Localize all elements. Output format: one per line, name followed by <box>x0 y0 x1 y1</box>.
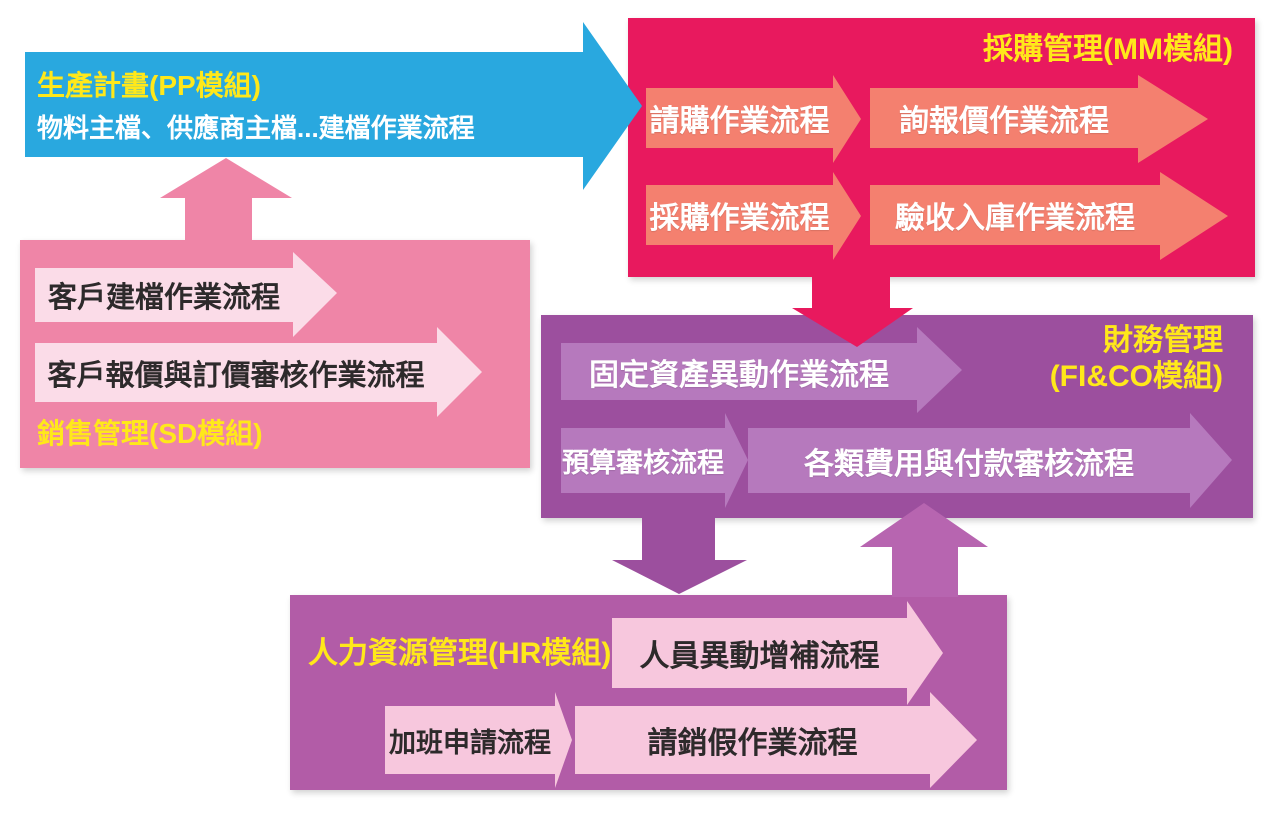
mm-flow-arrow-rfq: 詢報價作業流程 <box>870 75 1208 163</box>
connector-arrow-fi-to-hr <box>612 518 747 594</box>
hr-flow-label: 人員異動增補流程 <box>639 640 880 673</box>
mm-flow-label: 採購作業流程 <box>649 202 830 235</box>
mm-flow-label: 請購作業流程 <box>649 105 830 138</box>
fi-module-title-line1: 財務管理 <box>1103 324 1223 357</box>
fi-module-box: 財務管理 (FI&CO模組) 固定資產異動作業流程 預算審核流程 各類費用與付款… <box>541 315 1253 518</box>
mm-flow-arrow-purchase-requisition: 請購作業流程 <box>646 75 861 163</box>
sd-flow-arrow-customer-master: 客戶建檔作業流程 <box>35 252 337 337</box>
mm-module-title: 採購管理(MM模組) <box>983 33 1233 66</box>
fi-flow-arrow-budget-review: 預算審核流程 <box>561 413 748 508</box>
pp-module-arrow: 生產計畫(PP模組) 物料主檔、供應商主檔...建檔作業流程 <box>25 22 642 190</box>
sd-flow-label: 客戶報價與訂價審核作業流程 <box>47 359 425 392</box>
hr-module-box: 人力資源管理(HR模組) 人員異動增補流程 加班申請流程 請銷假作業流程 <box>290 595 1007 790</box>
sd-module-title: 銷售管理(SD模組) <box>37 418 263 449</box>
mm-flow-label: 詢報價作業流程 <box>899 105 1109 138</box>
pp-module-text: 生產計畫(PP模組) 物料主檔、供應商主檔...建檔作業流程 <box>37 52 582 157</box>
fi-module-title-line2: (FI&CO模組) <box>1049 360 1223 393</box>
mm-flow-arrow-goods-receipt: 驗收入庫作業流程 <box>870 172 1228 260</box>
fi-flow-arrow-expense-payment: 各類費用與付款審核流程 <box>748 413 1232 508</box>
fi-flow-label: 預算審核流程 <box>562 448 724 478</box>
fi-flow-label: 固定資產異動作業流程 <box>589 358 889 392</box>
fi-flow-arrow-fixed-assets: 固定資產異動作業流程 <box>561 327 962 413</box>
fi-flow-label: 各類費用與付款審核流程 <box>804 447 1134 481</box>
pp-module-title: 生產計畫(PP模組) <box>37 70 262 101</box>
hr-flow-arrow-leave-request: 請銷假作業流程 <box>575 692 977 788</box>
sd-flow-arrow-quotation-pricing: 客戶報價與訂價審核作業流程 <box>35 327 482 417</box>
hr-flow-label: 請銷假作業流程 <box>647 727 858 760</box>
mm-flow-arrow-purchasing: 採購作業流程 <box>646 172 861 260</box>
hr-flow-arrow-overtime-request: 加班申請流程 <box>385 692 572 788</box>
hr-flow-label: 加班申請流程 <box>389 727 551 758</box>
pp-module-subtitle: 物料主檔、供應商主檔...建檔作業流程 <box>37 113 475 143</box>
hr-module-title: 人力資源管理(HR模組) <box>308 637 612 670</box>
sd-module-box: 客戶建檔作業流程 客戶報價與訂價審核作業流程 銷售管理(SD模組) <box>20 240 530 468</box>
mm-flow-label: 驗收入庫作業流程 <box>895 202 1135 235</box>
hr-flow-arrow-personnel-change: 人員異動增補流程 <box>612 601 943 705</box>
sd-flow-label: 客戶建檔作業流程 <box>47 282 280 314</box>
fi-module-title: 財務管理 (FI&CO模組) <box>1050 323 1223 395</box>
mm-module-box: 採購管理(MM模組) 請購作業流程 詢報價作業流程 採購作業流程 驗收入庫作業流… <box>628 18 1255 277</box>
connector-arrow-sd-to-pp <box>160 158 292 242</box>
